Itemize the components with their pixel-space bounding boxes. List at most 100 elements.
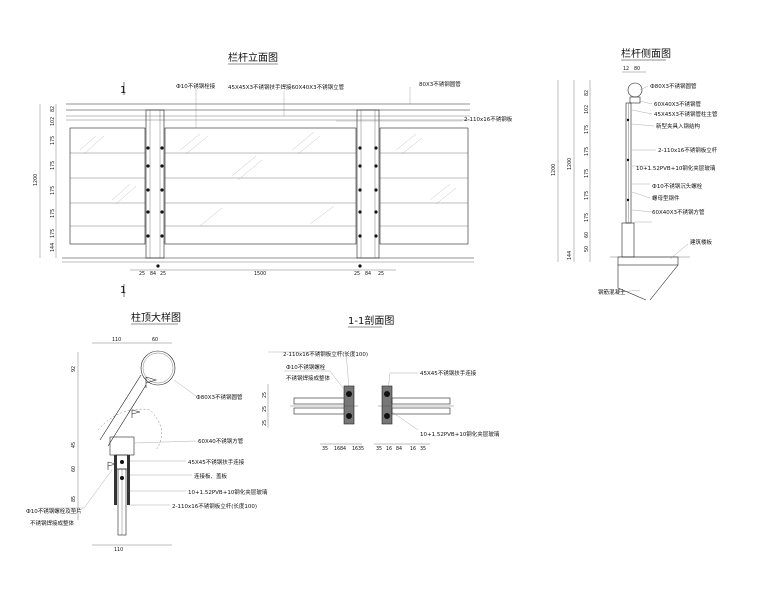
svg-text:175: 175 — [50, 209, 56, 218]
detail-connector-block — [109, 436, 135, 456]
side-handrail-tube — [627, 82, 643, 98]
detail-view: 柱顶大样图 110 60 92 45 60 85 — [26, 311, 268, 553]
svg-text:不锈钢焊接成整体: 不锈钢焊接成整体 — [286, 374, 331, 382]
svg-text:175: 175 — [584, 125, 590, 134]
detail-handrail-tube — [140, 350, 176, 386]
svg-text:45X45X3不锈钢管柱主管: 45X45X3不锈钢管柱主管 — [654, 110, 718, 118]
svg-text:Ф10不锈钢螺栓及垫片: Ф10不锈钢螺栓及垫片 — [26, 507, 82, 515]
svg-text:45: 45 — [71, 442, 77, 448]
svg-text:84: 84 — [150, 271, 156, 277]
detail-title: 柱顶大样图 — [131, 311, 181, 324]
label-bolt: Ф10不锈钢栓接 — [176, 82, 216, 90]
svg-text:Ф10不锈钢螺栓: Ф10不锈钢螺栓 — [286, 363, 326, 371]
svg-text:80: 80 — [634, 66, 640, 72]
section-mark-top: 1 — [120, 85, 126, 96]
dim-span: 1500 — [254, 271, 266, 277]
glass-panel-left — [69, 127, 146, 245]
svg-text:1200: 1200 — [551, 164, 557, 176]
svg-text:60X40X3不锈钢方管: 60X40X3不锈钢方管 — [652, 208, 705, 216]
glass-panels — [69, 127, 469, 245]
glass-panel-right — [379, 127, 469, 245]
elevation-annotations: Ф10不锈钢栓接 45X45X3不锈钢扶手焊接60X40X3不锈钢立管 80X3… — [176, 80, 513, 128]
svg-text:175: 175 — [50, 136, 56, 145]
svg-text:175: 175 — [50, 229, 56, 238]
svg-text:50: 50 — [584, 246, 590, 252]
svg-text:16: 16 — [386, 446, 392, 452]
svg-text:102: 102 — [50, 117, 56, 126]
svg-text:10+1.52PVB+10钢化夹层玻璃: 10+1.52PVB+10钢化夹层玻璃 — [188, 488, 268, 496]
svg-text:10+1.52PVB+10钢化夹层玻璃: 10+1.52PVB+10钢化夹层玻璃 — [420, 430, 500, 438]
svg-text:25: 25 — [378, 271, 384, 277]
svg-text:1200: 1200 — [567, 158, 573, 170]
svg-text:60X40X3不锈钢管: 60X40X3不锈钢管 — [654, 100, 702, 108]
svg-text:钢筋混凝土: 钢筋混凝土 — [598, 288, 626, 296]
svg-text:85: 85 — [71, 496, 77, 502]
svg-text:25: 25 — [354, 271, 360, 277]
svg-text:35: 35 — [420, 446, 426, 452]
svg-text:25: 25 — [139, 271, 145, 277]
svg-text:16: 16 — [334, 446, 340, 452]
svg-text:110: 110 — [112, 337, 121, 343]
svg-text:25: 25 — [262, 406, 268, 412]
label-post: 45X45X3不锈钢扶手焊接60X40X3不锈钢立管 — [228, 83, 345, 91]
svg-text:82: 82 — [50, 106, 56, 112]
svg-text:35: 35 — [376, 446, 382, 452]
svg-text:25: 25 — [262, 420, 268, 426]
svg-text:144: 144 — [50, 243, 56, 252]
svg-text:10+1.52PVB+10钢化夹层玻璃: 10+1.52PVB+10钢化夹层玻璃 — [636, 164, 716, 172]
svg-text:12: 12 — [623, 66, 629, 72]
side-title: 栏杆侧面图 — [621, 47, 671, 60]
svg-text:2-110x16不锈钢板立杆(长度100): 2-110x16不锈钢板立杆(长度100) — [283, 350, 368, 358]
elevation-dims-bottom: 25 84 25 1500 25 84 25 — [130, 269, 396, 277]
svg-text:45X45不锈钢扶手连接: 45X45不锈钢扶手连接 — [188, 458, 245, 466]
svg-text:Ф80X3不锈钢圆管: Ф80X3不锈钢圆管 — [196, 393, 243, 401]
section-left-post — [343, 385, 355, 425]
svg-text:16: 16 — [410, 446, 416, 452]
glass-panel-middle — [164, 127, 357, 245]
svg-text:2-110x16不锈钢板立杆: 2-110x16不锈钢板立杆 — [658, 146, 718, 154]
svg-text:175: 175 — [584, 191, 590, 200]
side-view: 栏杆侧面图 12 80 1200 1200 144 82 102 175 175… — [551, 47, 718, 301]
posts — [145, 109, 380, 268]
elevation-view: 栏杆立面图 1 1 — [33, 51, 513, 297]
svg-text:84: 84 — [340, 446, 346, 452]
svg-text:175: 175 — [584, 169, 590, 178]
svg-text:84: 84 — [396, 446, 402, 452]
svg-text:102: 102 — [584, 105, 590, 114]
svg-text:45X45不锈钢扶手连接: 45X45不锈钢扶手连接 — [420, 369, 477, 377]
svg-text:175: 175 — [584, 147, 590, 156]
svg-text:82: 82 — [584, 90, 590, 96]
svg-text:110: 110 — [114, 547, 123, 553]
svg-text:35: 35 — [358, 446, 364, 452]
section-right-post — [381, 385, 393, 425]
svg-text:2-110x16不锈钢板立杆(长度100): 2-110x16不锈钢板立杆(长度100) — [172, 502, 257, 510]
svg-text:螺母型钢件: 螺母型钢件 — [652, 194, 680, 202]
elevation-dims-left: 1200 144 82 102 175 175 175 175 175 — [33, 104, 57, 258]
svg-text:60: 60 — [584, 232, 590, 238]
svg-text:不锈钢焊接成整体: 不锈钢焊接成整体 — [30, 519, 75, 527]
svg-text:60: 60 — [152, 337, 158, 343]
svg-text:60X40不锈钢方管: 60X40不锈钢方管 — [198, 437, 244, 445]
svg-text:25: 25 — [262, 392, 268, 398]
svg-text:16: 16 — [352, 446, 358, 452]
svg-text:92: 92 — [71, 366, 77, 372]
post-left — [145, 109, 165, 259]
svg-text:Ф80X3不锈钢圆管: Ф80X3不锈钢圆管 — [650, 82, 697, 90]
svg-text:144: 144 — [567, 251, 573, 260]
section-title: 1-1剖面图 — [348, 314, 394, 327]
svg-text:新型夹具入钢结构: 新型夹具入钢结构 — [656, 122, 701, 130]
post-right — [356, 109, 380, 259]
svg-text:175: 175 — [584, 213, 590, 222]
elevation-title: 栏杆立面图 — [228, 51, 278, 64]
svg-text:25: 25 — [160, 271, 166, 277]
section-mark-bottom: 1 — [120, 285, 126, 296]
dim-height-total: 1200 — [33, 174, 39, 186]
label-rail-top: 80X3不锈钢圆管 — [419, 80, 461, 88]
svg-text:175: 175 — [50, 161, 56, 170]
svg-text:84: 84 — [365, 271, 371, 277]
side-floor-slab — [617, 256, 679, 266]
svg-text:35: 35 — [322, 446, 328, 452]
svg-text:Ф10不锈钢沉头螺栓: Ф10不锈钢沉头螺栓 — [652, 182, 703, 190]
svg-text:60: 60 — [71, 466, 77, 472]
svg-text:175: 175 — [50, 186, 56, 195]
